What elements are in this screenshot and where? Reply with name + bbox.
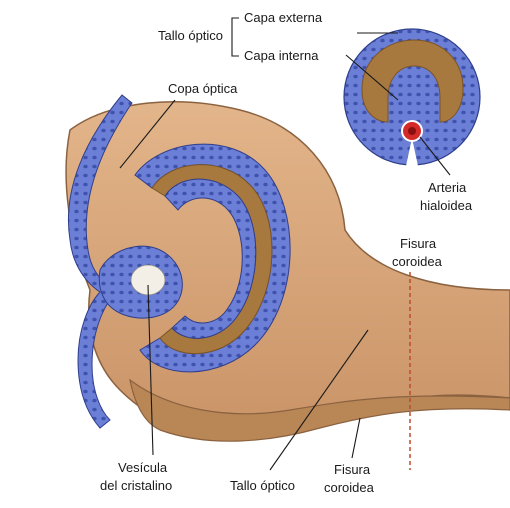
label-tallo-optico-top: Tallo óptico [158,28,223,43]
lens-vesicle [99,246,182,318]
label-vesicula-1: Vesícula [118,460,168,475]
label-fisura-right-1: Fisura [400,236,437,251]
label-fisura-bottom-1: Fisura [334,462,371,477]
label-arteria-2: hialoidea [420,198,473,213]
label-capa-interna: Capa interna [244,48,319,63]
label-vesicula-2: del cristalino [100,478,172,493]
cross-section-inset [344,29,480,166]
label-fisura-bottom-2: coroidea [324,480,375,495]
label-arteria-1: Arteria [428,180,467,195]
label-copa-optica: Copa óptica [168,81,238,96]
label-capa-externa: Capa externa [244,10,323,25]
label-tallo-optico-bottom: Tallo óptico [230,478,295,493]
label-fisura-right-2: coroidea [392,254,443,269]
